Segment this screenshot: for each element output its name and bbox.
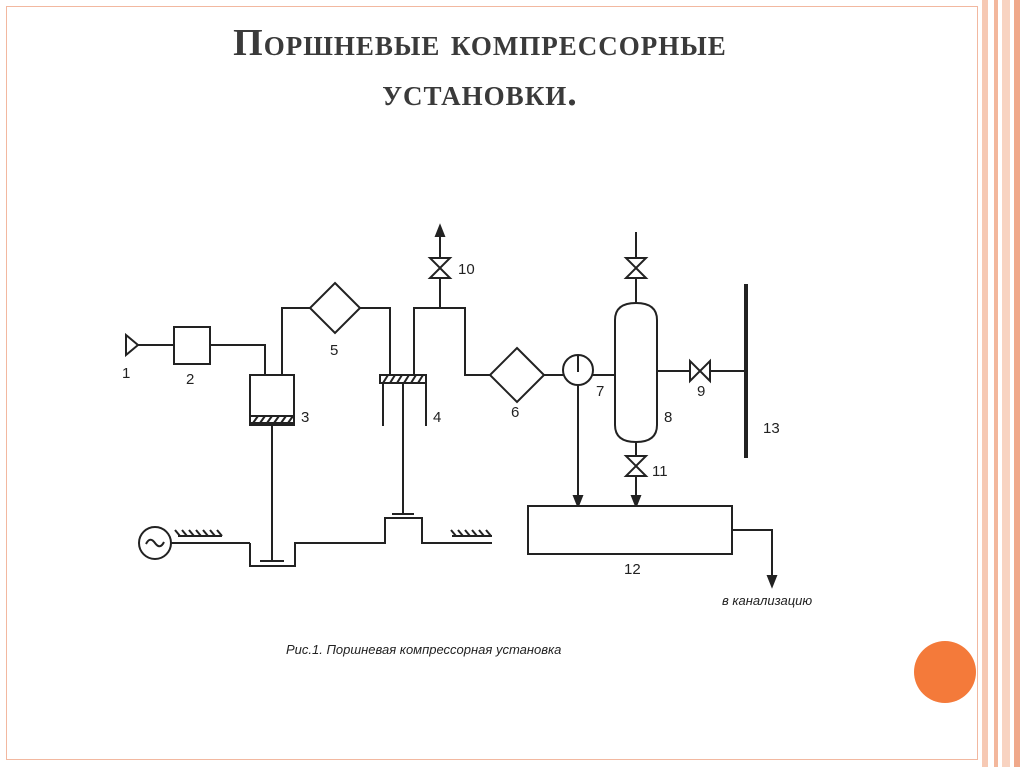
label-8: 8 bbox=[664, 409, 672, 426]
cylinder-stage-2 bbox=[379, 374, 427, 514]
label-6: 6 bbox=[511, 404, 519, 421]
drain-label: в канализацию bbox=[722, 593, 812, 608]
accent-circle bbox=[914, 641, 976, 703]
label-10: 10 bbox=[458, 261, 475, 278]
receiver-tank bbox=[614, 301, 658, 444]
label-9: 9 bbox=[697, 383, 705, 400]
title-line-2: установки. bbox=[382, 72, 578, 114]
label-7: 7 bbox=[596, 383, 604, 400]
label-4: 4 bbox=[433, 409, 441, 426]
intake-funnel bbox=[125, 332, 174, 358]
label-13: 13 bbox=[763, 420, 780, 437]
valve-top bbox=[623, 257, 649, 279]
figure-caption: Рис.1. Поршневая компрессорная установка bbox=[286, 642, 561, 657]
decorative-stripes bbox=[978, 0, 1024, 767]
slide-title: Поршневые компрессорные установки. bbox=[60, 18, 900, 118]
label-11: 11 bbox=[652, 463, 668, 480]
aftercooler bbox=[488, 346, 546, 404]
intercooler bbox=[308, 281, 362, 335]
label-5: 5 bbox=[330, 342, 338, 359]
valve-9 bbox=[689, 358, 711, 384]
label-2: 2 bbox=[186, 371, 194, 388]
valve-11 bbox=[623, 455, 649, 477]
cylinder-stage-1 bbox=[249, 374, 295, 561]
valve-10 bbox=[427, 257, 453, 279]
label-12: 12 bbox=[624, 561, 641, 578]
slide-frame bbox=[6, 6, 978, 760]
drain-tank bbox=[527, 505, 733, 555]
label-1: 1 bbox=[122, 365, 130, 382]
title-line-1: Поршневые компрессорные bbox=[233, 22, 727, 64]
air-filter bbox=[173, 326, 211, 365]
label-3: 3 bbox=[301, 409, 309, 426]
